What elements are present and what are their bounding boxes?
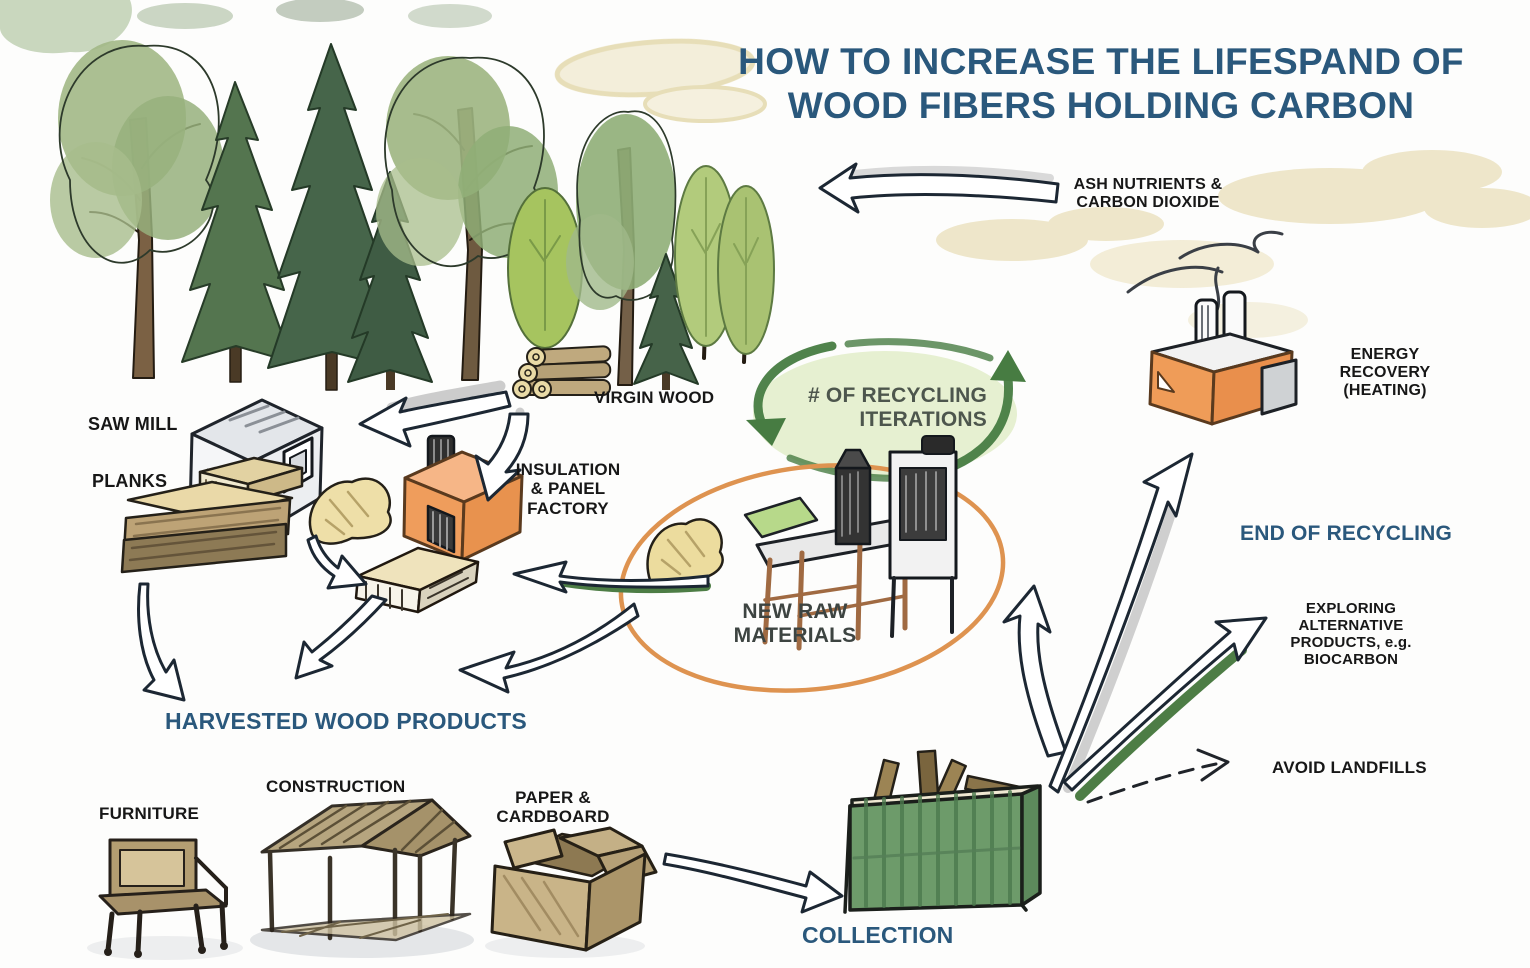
label-paper-cardboard: PAPER & CARDBOARD	[496, 788, 610, 827]
label-exploring-alternative: EXPLORING ALTERNATIVE PRODUCTS, e.g. BIO…	[1290, 600, 1412, 669]
arrow-panel-down	[294, 594, 388, 680]
planks-stack	[120, 456, 304, 574]
label-new-raw-materials: NEW RAW MATERIALS	[733, 600, 857, 647]
tree-deciduous-3	[566, 110, 677, 386]
label-end-of-recycling: END OF RECYCLING	[1240, 522, 1453, 545]
arrow-materials-to-harvested	[458, 602, 640, 694]
label-construction: CONSTRUCTION	[266, 777, 406, 796]
tree-oval-3	[717, 185, 775, 364]
page-title: HOW TO INCREASE THE LIFESPAND OF WOOD FI…	[720, 40, 1482, 129]
recycling-machine	[743, 435, 958, 651]
virgin-wood-logs	[512, 345, 612, 399]
tree-conifer-1	[181, 81, 293, 383]
label-harvested-wood-products: HARVESTED WOOD PRODUCTS	[165, 708, 527, 734]
label-insulation-factory: INSULATION & PANEL FACTORY	[515, 460, 621, 518]
arrow-materials-to-panel	[512, 560, 710, 594]
energy-recovery-plant	[1126, 230, 1298, 426]
cardboard-box	[485, 826, 658, 958]
arrow-box-to-collection	[662, 852, 844, 914]
label-furniture: FURNITURE	[99, 804, 200, 823]
title-line-1: HOW TO INCREASE THE LIFESPAND OF	[738, 41, 1464, 82]
tree-conifer-2	[267, 43, 397, 391]
new-raw-materials-ellipse	[618, 435, 1006, 693]
arrow-sawdust-to-panel	[306, 534, 368, 590]
arrow-collection-to-materials	[1002, 584, 1068, 758]
sawdust-pile	[308, 477, 392, 545]
label-collection: COLLECTION	[802, 922, 954, 948]
arrow-collection-to-biocarbon	[1062, 616, 1268, 792]
label-ash-nutrients: ASH NUTRIENTS & CARBON DIOXIDE	[1073, 176, 1223, 212]
forest-illustration	[0, 0, 775, 391]
arrow-avoid-landfills	[1086, 762, 1218, 804]
label-avoid-landfills: AVOID LANDFILLS	[1272, 758, 1427, 777]
arrow-logs-to-factory	[474, 412, 530, 502]
label-virgin-wood: VIRGIN WOOD	[594, 388, 715, 407]
arrow-ash-to-forest	[818, 162, 1060, 214]
arrow-planks-down	[137, 582, 186, 702]
arrows	[137, 162, 1268, 914]
collection-container	[843, 749, 1042, 914]
tree-conifer-4	[633, 253, 699, 390]
label-saw-mill: SAW MILL	[88, 414, 178, 434]
tree-deciduous-1	[50, 40, 224, 379]
arrow-collection-to-energy	[1048, 452, 1194, 794]
label-energy-recovery: ENERGY RECOVERY (HEATING)	[1339, 346, 1431, 400]
title-line-2: WOOD FIBERS HOLDING CARBON	[787, 85, 1415, 127]
construction-house	[250, 798, 474, 958]
label-planks: PLANKS	[92, 471, 168, 491]
label-recycling-iterations: # OF RECYCLING ITERATIONS	[808, 384, 987, 431]
insulation-panel-product	[354, 546, 480, 614]
arrow-forest-to-sawmill	[358, 390, 512, 448]
furniture-chair	[87, 838, 243, 960]
